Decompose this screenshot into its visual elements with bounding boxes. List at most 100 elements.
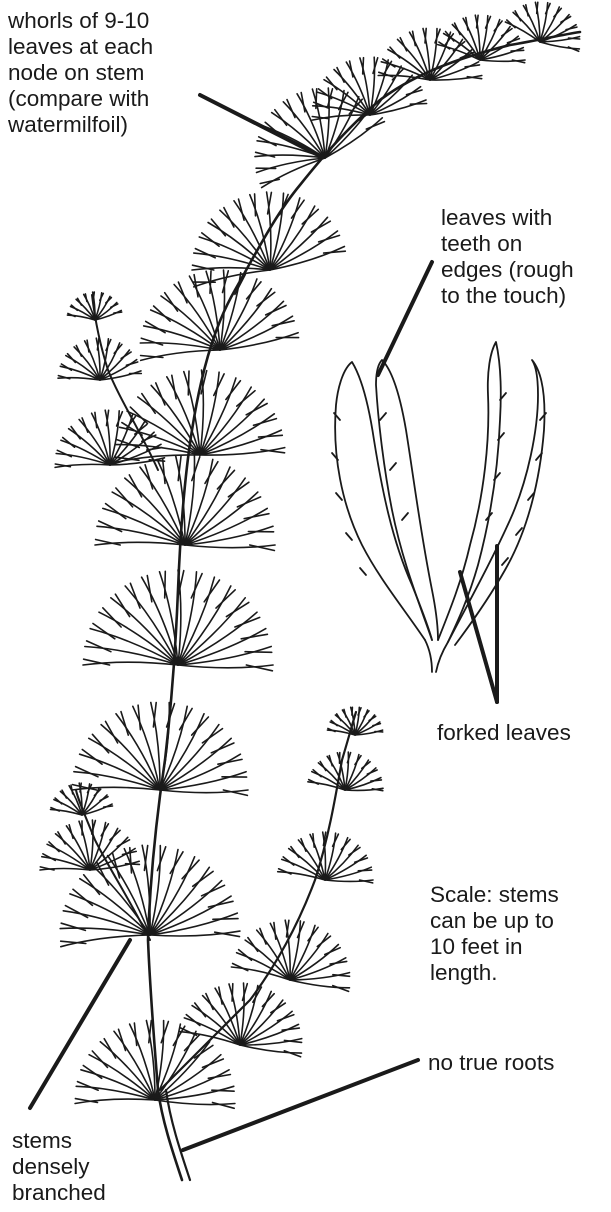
leaf-fork bbox=[71, 427, 80, 439]
leaf-fork bbox=[511, 50, 524, 51]
leaf-fork bbox=[248, 938, 258, 952]
leaf-fork bbox=[363, 58, 364, 74]
leaf-fork bbox=[104, 806, 113, 807]
side-branch-left-upper bbox=[92, 295, 158, 470]
leaf-fork bbox=[324, 251, 346, 253]
leaf-fork bbox=[185, 1034, 200, 1050]
leaf-fork bbox=[73, 889, 92, 905]
leaf-fork bbox=[352, 707, 353, 715]
label-line: stems bbox=[12, 1128, 106, 1154]
leaf bbox=[90, 629, 178, 665]
leaf bbox=[47, 844, 90, 870]
leaf-fork bbox=[103, 608, 121, 627]
forked-leaf-detail bbox=[332, 342, 546, 672]
leaf-fork bbox=[311, 221, 330, 232]
leaf-fork bbox=[157, 847, 165, 871]
leaf bbox=[540, 42, 579, 49]
label-line: watermilfoil) bbox=[8, 112, 153, 138]
leaf-fork bbox=[106, 504, 126, 519]
leaf bbox=[370, 75, 412, 115]
label-line: teeth on bbox=[441, 231, 574, 257]
leaf-fork bbox=[228, 482, 249, 497]
leaf bbox=[200, 378, 236, 455]
leaf-fork bbox=[400, 78, 414, 86]
leaf-fork bbox=[526, 5, 528, 16]
leaf-fork bbox=[257, 292, 275, 306]
leaf-fork bbox=[202, 233, 219, 246]
leaf-fork bbox=[246, 404, 267, 415]
leaf-fork bbox=[87, 340, 89, 352]
leaf-fork bbox=[245, 652, 272, 653]
label-forked: forked leaves bbox=[437, 720, 571, 746]
leaf bbox=[140, 343, 220, 350]
label-line: densely bbox=[12, 1154, 106, 1180]
leaf-fork bbox=[178, 282, 187, 303]
leaf-fork bbox=[344, 709, 346, 717]
whorl bbox=[231, 920, 349, 991]
leaf-fork bbox=[266, 306, 286, 315]
leaf-fork bbox=[115, 594, 129, 616]
leaf-fork bbox=[537, 2, 538, 13]
label-line: forked leaves bbox=[437, 720, 571, 746]
leaf-fork bbox=[213, 919, 238, 920]
label-line: length. bbox=[430, 960, 559, 986]
leaf-fork bbox=[232, 984, 233, 1001]
leaf-fork bbox=[226, 602, 248, 616]
right-leaf-lobe bbox=[438, 342, 501, 642]
leaf bbox=[178, 577, 214, 665]
leaf-fork bbox=[337, 68, 344, 83]
leaf-fork bbox=[224, 208, 234, 227]
whorl bbox=[180, 983, 302, 1057]
label-teeth: leaves with teeth on edges (rough to the… bbox=[441, 205, 574, 309]
leaf-fork bbox=[390, 47, 400, 58]
leaf-fork bbox=[502, 29, 512, 36]
leaf-fork bbox=[130, 583, 140, 608]
label-line: can be up to bbox=[430, 908, 559, 934]
leaf-fork bbox=[204, 580, 219, 602]
leaf-fork bbox=[216, 590, 235, 608]
leaf-fork bbox=[217, 470, 234, 489]
leaf-stalk bbox=[425, 640, 448, 672]
leaf-tooth bbox=[336, 493, 342, 500]
label-line: branched bbox=[12, 1180, 106, 1206]
whorl bbox=[140, 270, 298, 360]
leaf-fork bbox=[195, 1003, 206, 1017]
leaf-fork bbox=[291, 847, 299, 858]
leaf-fork bbox=[569, 38, 580, 39]
leaf-fork bbox=[95, 412, 97, 427]
leaf-fork bbox=[92, 1051, 107, 1067]
leaf-fork bbox=[373, 724, 381, 726]
leaf-fork bbox=[271, 1003, 286, 1013]
leaf-fork bbox=[85, 294, 87, 302]
label-line: (compare with bbox=[8, 86, 153, 112]
label-line: to the touch) bbox=[441, 283, 574, 309]
leaf-fork bbox=[192, 457, 200, 481]
leaf-fork bbox=[237, 391, 255, 406]
leaf-tooth bbox=[360, 568, 366, 575]
leaf-fork bbox=[255, 194, 256, 216]
leaf-fork bbox=[156, 383, 165, 405]
leader-teeth bbox=[378, 262, 432, 375]
leaf-fork bbox=[71, 785, 73, 794]
leaf-fork bbox=[226, 381, 241, 400]
leaf-fork bbox=[203, 1059, 224, 1067]
leaf-fork bbox=[106, 721, 118, 743]
label-line: no true roots bbox=[428, 1050, 554, 1076]
leaf-fork bbox=[142, 435, 156, 441]
label-line: leaves with bbox=[441, 205, 574, 231]
leaf-fork bbox=[313, 834, 314, 847]
whorl bbox=[95, 456, 275, 551]
label-whorls: whorls of 9-10 leaves at each node on st… bbox=[8, 8, 153, 138]
whorl bbox=[58, 338, 141, 380]
leaf-fork bbox=[210, 271, 211, 293]
leaf bbox=[199, 237, 270, 270]
leaf-fork bbox=[165, 293, 178, 311]
leaf-fork bbox=[192, 717, 209, 735]
leaf-fork bbox=[287, 100, 295, 118]
leaf-tooth bbox=[402, 513, 408, 520]
leaf-fork bbox=[410, 104, 426, 105]
leaf-fork bbox=[110, 830, 120, 840]
leaf-fork bbox=[212, 1090, 234, 1091]
leaf-fork bbox=[262, 994, 274, 1007]
